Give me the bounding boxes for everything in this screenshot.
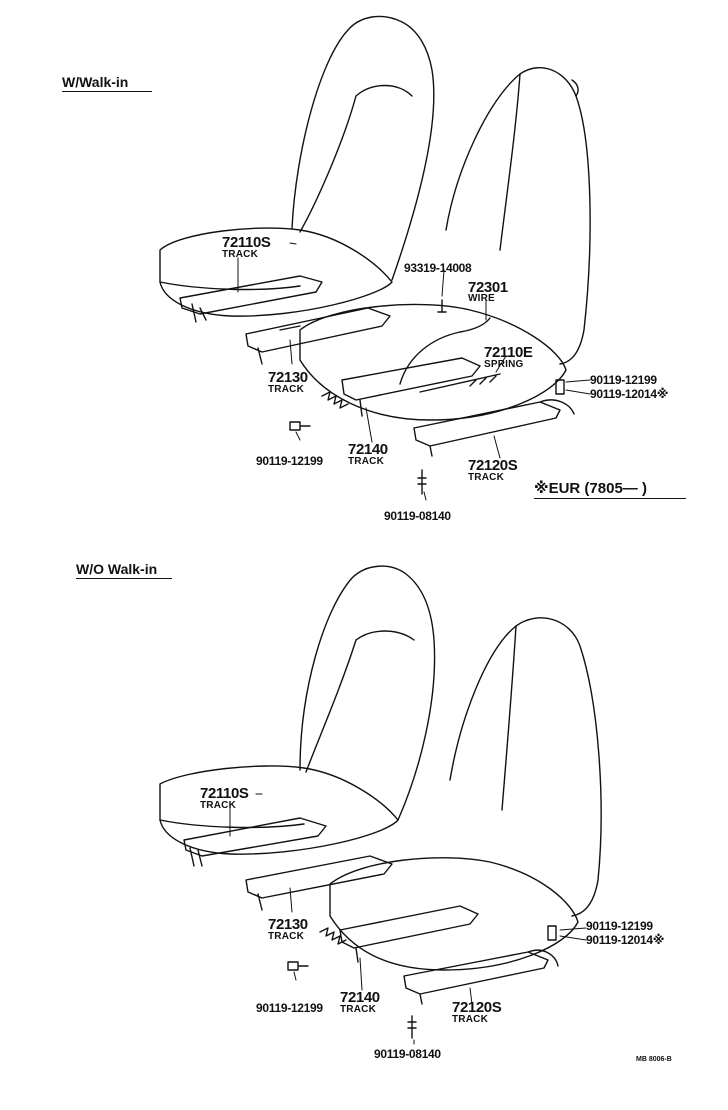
- lower-right-seat-back: [449, 617, 602, 917]
- upper-coil-spring-shape: [321, 391, 349, 409]
- upper-wire-72301-shape: [399, 317, 491, 385]
- section-heading-walk-in: W/Walk-in: [62, 75, 152, 92]
- lower-label-90119-12199-right: 90119-12199: [586, 919, 653, 933]
- upper-label-90119-12014-mark: ※: [656, 387, 669, 401]
- lower-bolt-90119-08140-shape: [407, 1015, 417, 1039]
- lower-right-seat-back-fold: [501, 625, 517, 811]
- lower-label-72120s-name: TRACK: [452, 1014, 488, 1025]
- upper-right-seat-back: [445, 67, 591, 365]
- upper-right-seat-cushion: [299, 303, 567, 421]
- eur-applicability-note: ※EUR (7805— ): [534, 481, 686, 499]
- lower-assembly-illustration: [159, 565, 602, 1045]
- upper-label-90119-12199-left: 90119-12199: [256, 454, 323, 468]
- lower-label-72140-name: TRACK: [340, 1004, 376, 1015]
- lower-label-90119-08140: 90119-08140: [374, 1047, 441, 1061]
- lower-bolt-90119-12199-right-shape: [547, 925, 557, 941]
- upper-bolt-90119-12199-right-shape: [555, 379, 565, 395]
- lower-left-cushion-edge: [159, 819, 305, 829]
- lower-label-72120s-part-number: 72120S: [452, 999, 502, 1016]
- upper-label-93319-14008: 93319-14008: [404, 261, 472, 275]
- lower-track-72110s-shape: [183, 817, 327, 867]
- lower-bolt-90119-12199-left-shape: [287, 961, 309, 971]
- upper-track-72140-shape: [341, 357, 481, 417]
- upper-label-90119-12014-part-number: 90119-12014: [590, 387, 657, 401]
- upper-left-seat-cushion: [159, 227, 393, 317]
- upper-left-seat-back: [291, 15, 435, 281]
- lower-track-72140-shape: [339, 905, 479, 963]
- lower-label-72130-name: TRACK: [268, 931, 304, 942]
- upper-spring-72110e-shape: [419, 373, 501, 393]
- upper-label-90119-12199-right: 90119-12199: [590, 373, 657, 387]
- upper-label-90119-12014: 90119-12014※: [590, 388, 668, 400]
- lower-label-90119-12014: 90119-12014※: [586, 934, 664, 946]
- upper-label-72110e-name: SPRING: [484, 359, 524, 370]
- upper-label-72301-part-number: 72301: [468, 279, 508, 296]
- upper-label-72120s-name: TRACK: [468, 472, 504, 483]
- lower-left-seat-back: [299, 565, 436, 821]
- lower-label-90119-12014-mark: ※: [652, 933, 665, 947]
- lower-label-72130-part-number: 72130: [268, 916, 308, 933]
- upper-track-72110s-shape: [179, 275, 323, 323]
- upper-label-72120s-part-number: 72120S: [468, 457, 518, 474]
- upper-label-72110s-part-number: 72110S: [222, 234, 271, 251]
- upper-label-72110s-name: TRACK: [222, 249, 258, 260]
- figure-code: MB 8006-B: [636, 1056, 672, 1063]
- lower-label-72140-part-number: 72140: [340, 989, 380, 1006]
- upper-label-72140-name: TRACK: [348, 456, 384, 467]
- upper-label-72130-name: TRACK: [268, 384, 304, 395]
- lower-leader-lines: [229, 793, 587, 1045]
- upper-label-72140-part-number: 72140: [348, 441, 388, 458]
- lower-left-seat-cushion: [159, 765, 399, 855]
- upper-bolt-90119-08140-shape: [417, 469, 427, 495]
- upper-left-seat-back-inner: [299, 84, 413, 233]
- lower-label-72110s-part-number: 72110S: [200, 785, 249, 802]
- upper-bolt-93319-shape: [437, 299, 447, 313]
- lower-track-72130-shape: [245, 855, 393, 911]
- upper-label-72301-name: WIRE: [468, 293, 495, 304]
- lower-label-72110s-name: TRACK: [200, 800, 236, 811]
- upper-label-90119-08140: 90119-08140: [384, 509, 451, 523]
- upper-track-72120s-shape: [413, 399, 575, 457]
- upper-bolt-90119-12199-left-shape: [289, 421, 311, 431]
- section-heading-without-walk-in: W/O Walk-in: [76, 562, 172, 579]
- lower-label-90119-12199-left: 90119-12199: [256, 1001, 323, 1015]
- upper-track-72130-shape: [245, 307, 391, 365]
- upper-label-72130-part-number: 72130: [268, 369, 308, 386]
- lower-track-72120s-shape: [403, 949, 559, 1005]
- upper-right-seat-back-fold: [499, 73, 579, 251]
- lower-right-seat-cushion: [329, 857, 579, 971]
- upper-leader-lines: [237, 242, 591, 501]
- upper-label-72110e-part-number: 72110E: [484, 344, 533, 361]
- lower-label-90119-12014-part-number: 90119-12014: [586, 933, 653, 947]
- lower-coil-spring-shape: [319, 927, 347, 945]
- lower-left-seat-back-inner: [305, 630, 415, 773]
- upper-assembly-illustration: [159, 15, 591, 501]
